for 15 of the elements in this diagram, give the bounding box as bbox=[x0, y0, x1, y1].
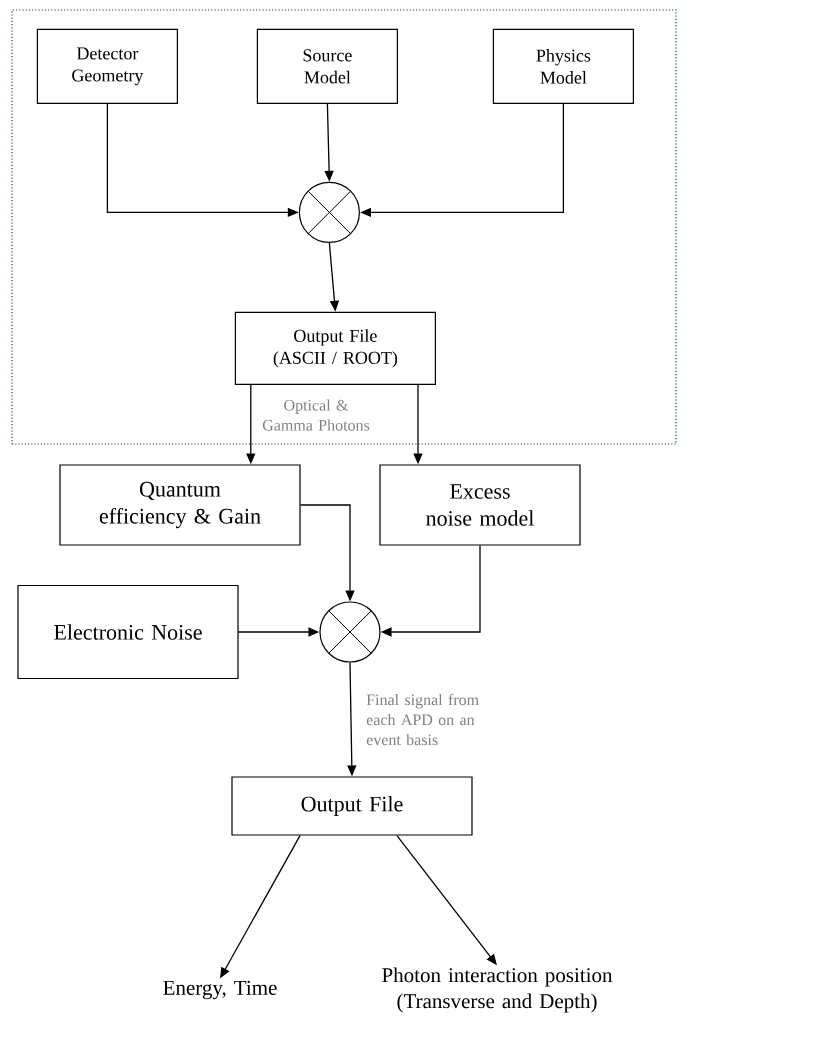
process-box: Detector Geometry bbox=[36, 28, 178, 104]
process-box: Excess noise model bbox=[379, 464, 581, 546]
process-box: Output File bbox=[231, 776, 473, 836]
process-box: Electronic Noise bbox=[17, 584, 239, 680]
summing-junction bbox=[298, 181, 360, 243]
process-box: Quantum efficiency & Gain bbox=[59, 464, 301, 546]
edge-label: Final signal from each APD on an event basis bbox=[365, 692, 486, 747]
output-text: Photon interaction position (Transverse and Depth) bbox=[382, 967, 613, 1013]
process-box: Physics Model bbox=[492, 28, 634, 104]
summing-junction bbox=[319, 601, 381, 663]
annotation: Optical & Gamma Photons bbox=[262, 399, 370, 431]
dotted-frame bbox=[11, 9, 677, 445]
process-box: Output File (ASCII / ROOT) bbox=[234, 311, 436, 385]
process-box: Source Model bbox=[256, 28, 398, 104]
output-text: Energy, Time bbox=[163, 980, 277, 1000]
